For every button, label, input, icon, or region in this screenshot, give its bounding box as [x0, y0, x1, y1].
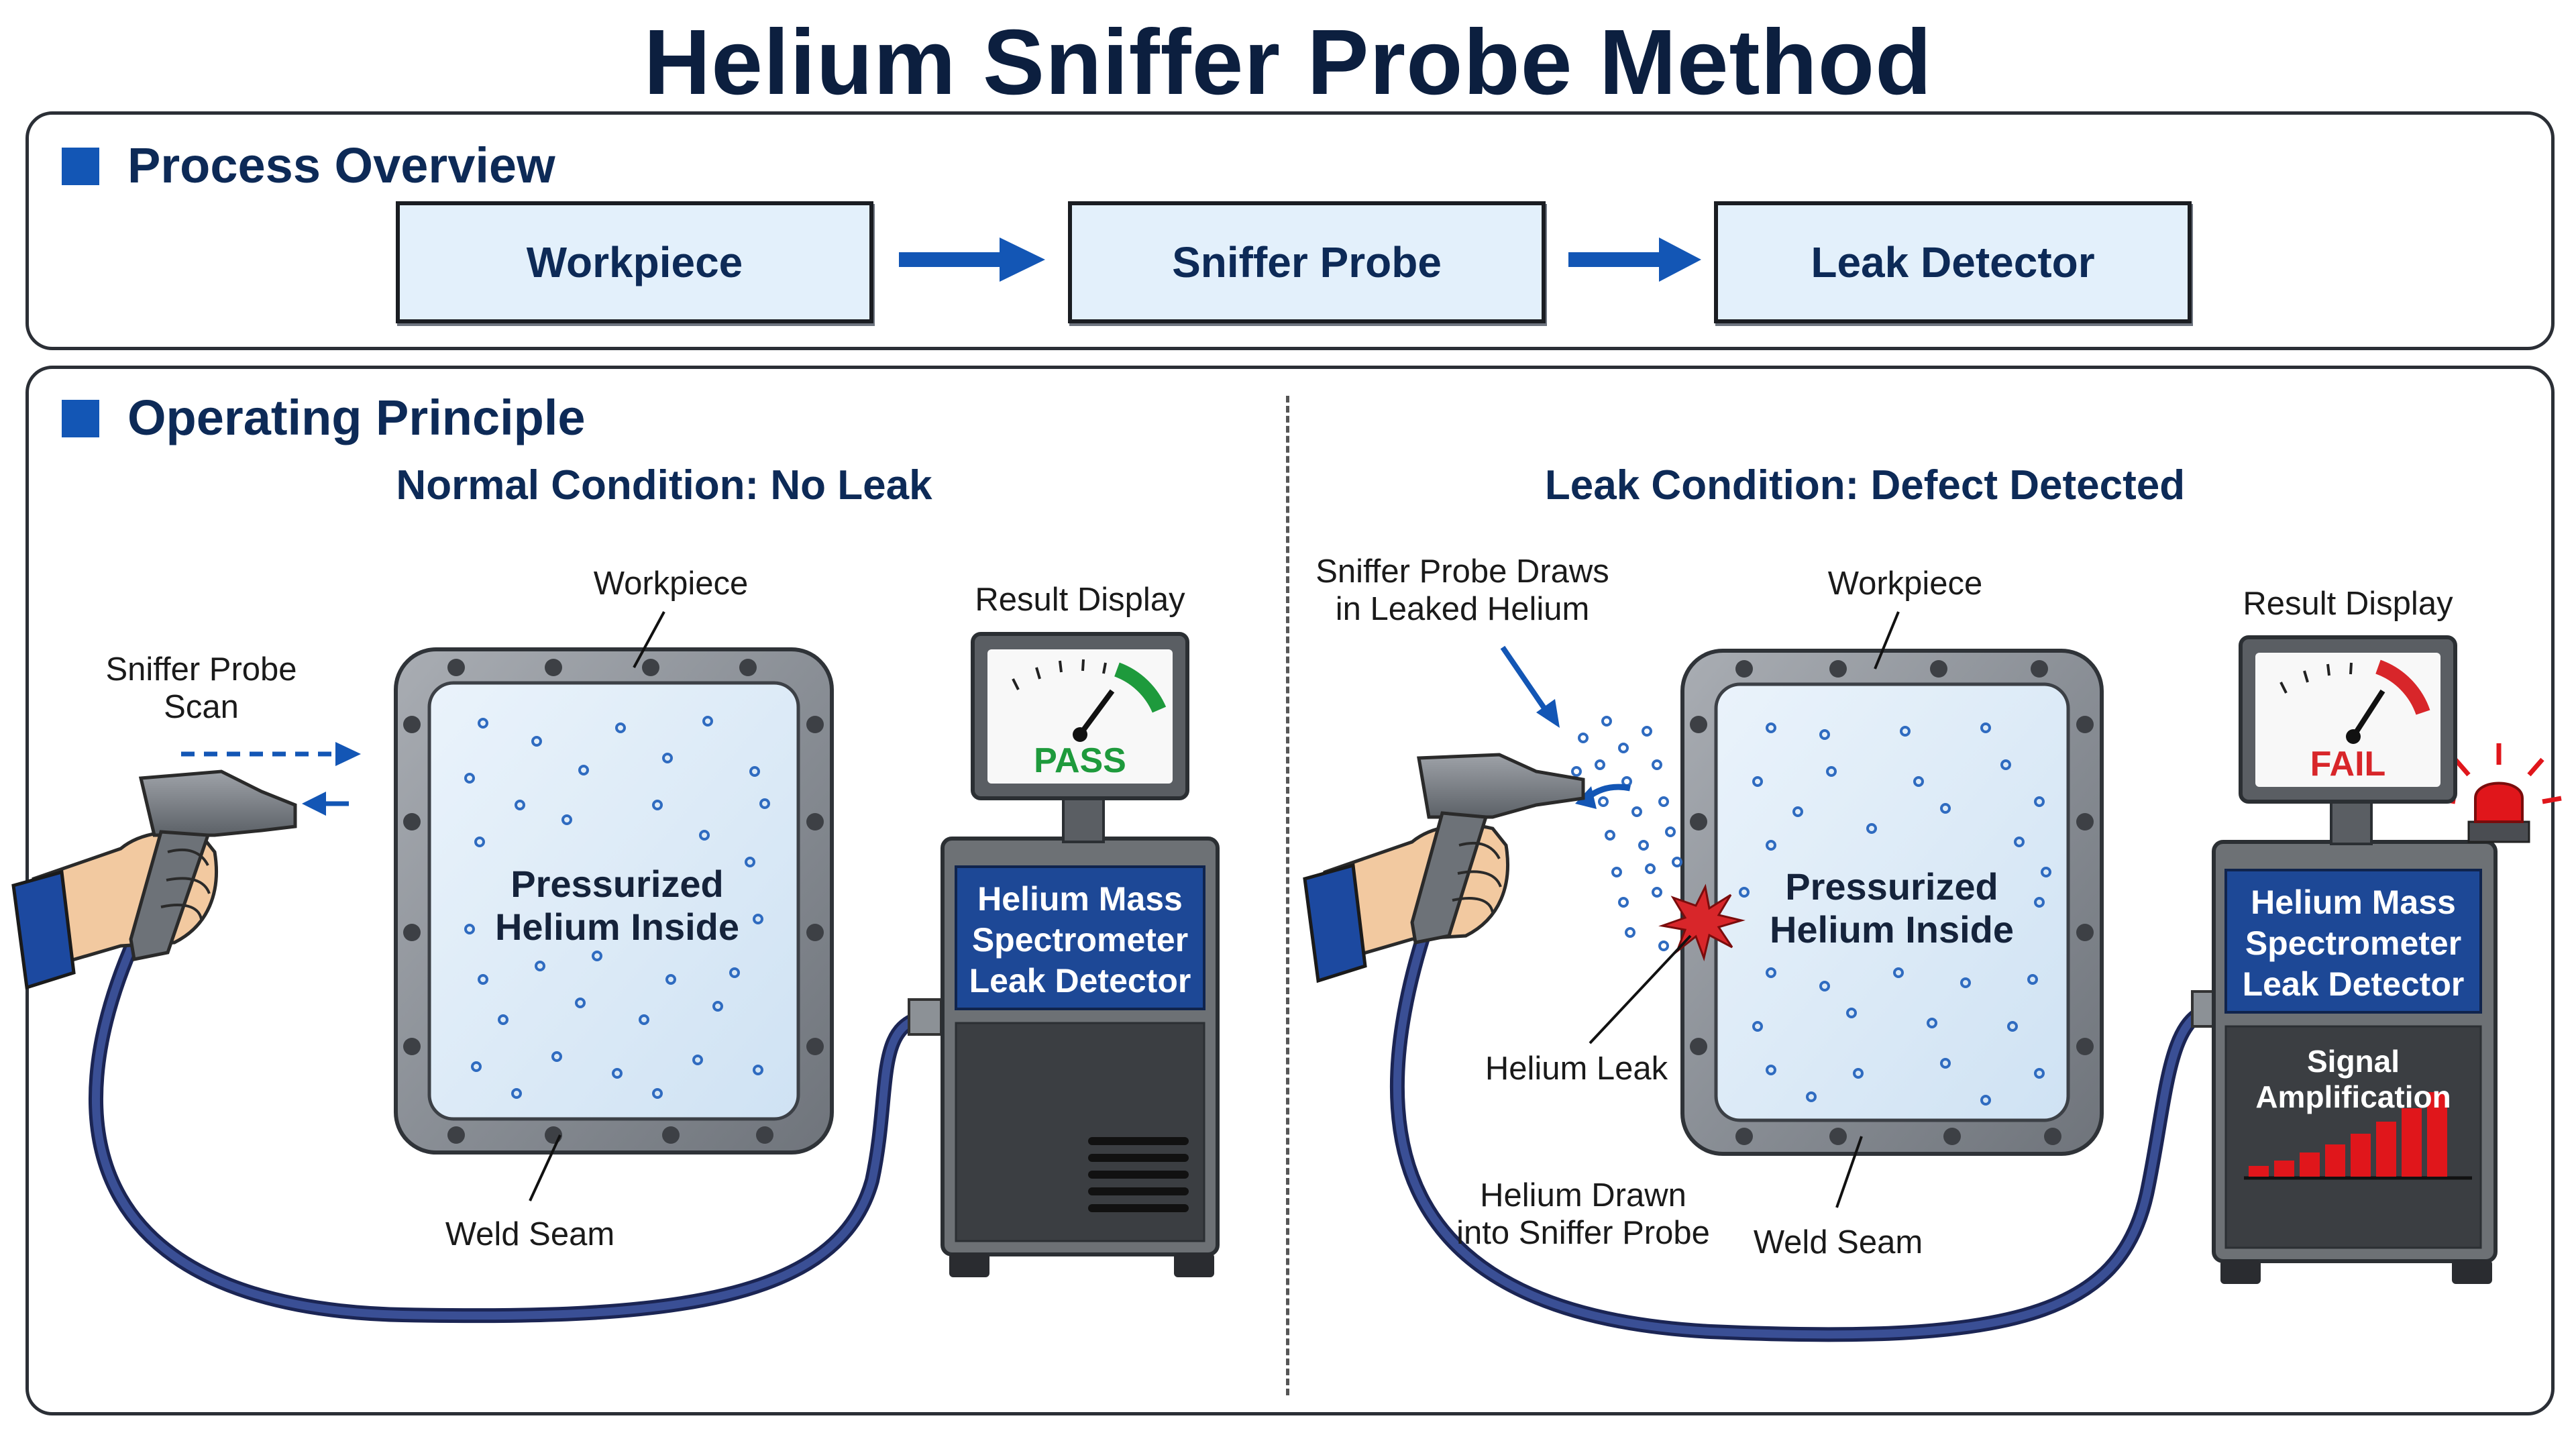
tank-bolts: [1690, 660, 2094, 1145]
label-line: Helium Drawn: [1480, 1177, 1686, 1214]
label-workpiece: Workpiece: [593, 566, 749, 602]
label-result-display: Result Display: [2243, 586, 2453, 622]
leak-scene: [1303, 611, 2562, 1342]
helium-leak-burst: [1658, 883, 1746, 962]
label-line: Sniffer Probe Draws: [1316, 553, 1609, 590]
label-weld-seam: Weld Seam: [1753, 1224, 1923, 1260]
flow-arrow-icon: [1568, 237, 1701, 282]
detector-label-line: Spectrometer: [2245, 924, 2462, 962]
flow-step-leak-detector: Leak Detector: [1714, 201, 2192, 323]
result-fail: FAIL: [2310, 745, 2386, 784]
detector-label-line: Spectrometer: [971, 921, 1189, 959]
detector-label-line: Leak Detector: [2242, 965, 2465, 1003]
process-overview-heading-text: Process Overview: [127, 138, 555, 193]
detector-label-line: Helium Mass: [977, 880, 1183, 918]
tank-text-line: Pressurized: [1785, 865, 1998, 908]
page-title: Helium Sniffer Probe Method: [643, 11, 1933, 114]
flow-step-sniffer-probe: Sniffer Probe: [1068, 201, 1546, 323]
helium-dots: [464, 716, 770, 1099]
detector-label-line: Leak Detector: [969, 962, 1191, 1000]
label-helium-leak: Helium Leak: [1485, 1051, 1668, 1087]
section-marker-icon: [62, 400, 99, 437]
fail-gauge-arc: [2375, 659, 2430, 715]
leaked-helium-dots: [1571, 716, 1682, 951]
hose-connector: [908, 998, 943, 1036]
detector-label-line: Helium Mass: [2251, 883, 2456, 921]
flow-step-workpiece: Workpiece: [396, 201, 873, 323]
label-weld-seam: Weld Seam: [445, 1216, 615, 1252]
tank-text-line: Pressurized: [511, 863, 724, 905]
pass-gauge-arc: [1114, 662, 1167, 713]
signal-amplification-label: Signal Amplification: [2255, 1044, 2451, 1114]
helium-dots: [1739, 722, 2051, 1106]
result-pass: PASS: [1034, 741, 1126, 780]
vent-grille: [1088, 1137, 1189, 1212]
process-overview-heading: Process Overview: [62, 137, 555, 194]
label-sniffer-probe-scan: Sniffer Probe Scan: [105, 651, 297, 726]
operating-principle-heading-text: Operating Principle: [127, 390, 586, 445]
leak-condition-heading: Leak Condition: Defect Detected: [1544, 462, 2186, 508]
signal-bars: [2249, 1092, 2447, 1177]
alarm-light-icon: [2474, 782, 2524, 823]
flow-arrow-icon: [899, 237, 1045, 282]
tank-text-line: Helium Inside: [1769, 908, 2015, 951]
normal-scene: [11, 611, 1220, 1324]
normal-condition-heading: Normal Condition: No Leak: [396, 462, 932, 508]
label-line: into Sniffer Probe: [1456, 1215, 1710, 1252]
sniffer-probe: [138, 769, 297, 837]
tank-bolts: [403, 659, 824, 1144]
operating-principle-heading: Operating Principle: [62, 389, 586, 446]
sniffer-probe: [1417, 753, 1585, 819]
tank-text-line: Helium Inside: [494, 906, 740, 949]
sleeve: [11, 869, 76, 990]
section-marker-icon: [62, 148, 99, 185]
sleeve: [1303, 863, 1367, 983]
section-divider: [1286, 396, 1289, 1395]
detector-label-panel: [955, 865, 1205, 1010]
detector-label-panel: [2224, 869, 2482, 1014]
label-result-display: Result Display: [975, 582, 1185, 618]
draw-in-arrow: [1500, 645, 1549, 713]
label-workpiece: Workpiece: [1827, 566, 1983, 602]
label-line: in Leaked Helium: [1335, 591, 1590, 628]
